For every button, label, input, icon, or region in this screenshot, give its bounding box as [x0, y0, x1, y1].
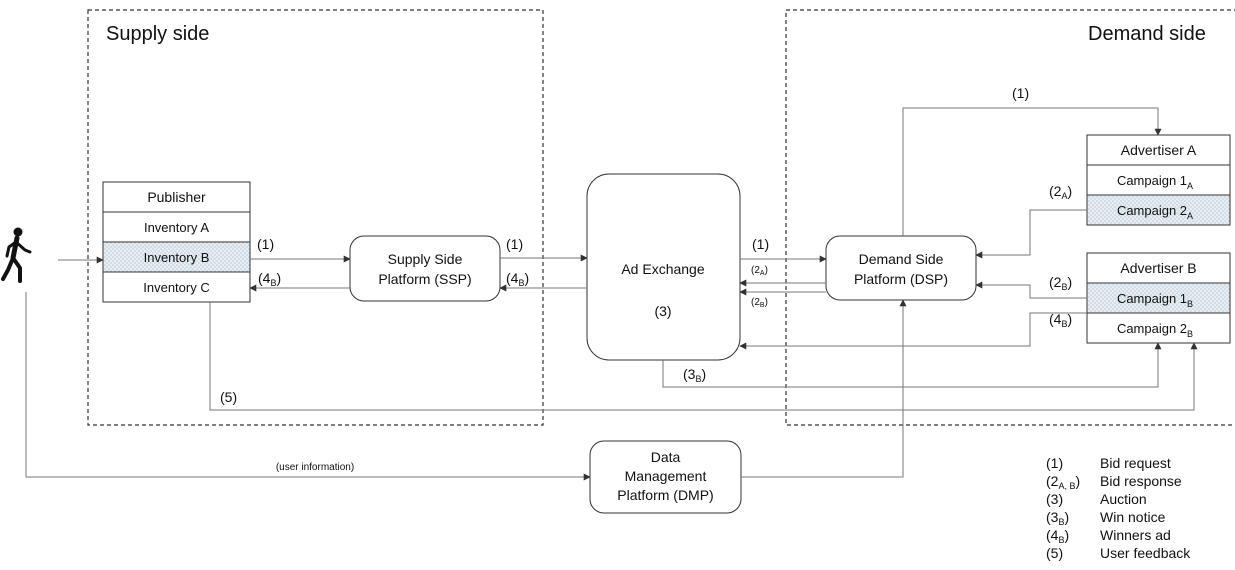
legend-code-2: (2A, B) [1046, 473, 1080, 491]
legend-code-5: (4B) [1046, 527, 1069, 545]
supply-side-region [87, 9, 544, 426]
advertiser-a-campaign-2: Campaign 2A [1117, 203, 1193, 221]
flow-label-user-feedback: (5) [220, 389, 237, 405]
arrow-adx-win-notice [662, 342, 1162, 388]
advertiser-b-campaign-2: Campaign 2B [1117, 321, 1193, 339]
ssp-line1: Supply Side [388, 251, 463, 267]
user-information-label: (user information) [276, 462, 354, 473]
advertiser-b-box: Advertiser B Campaign 1B Campaign 2B [1086, 252, 1231, 344]
arrow-user-feedback [209, 302, 1198, 411]
inventory-c: Inventory C [143, 280, 209, 295]
advertiser-a-campaign-1: Campaign 1A [1117, 173, 1193, 191]
legend-label-3: Auction [1100, 491, 1147, 507]
legend-label-6: User feedback [1100, 545, 1191, 561]
flow-label-advertiser-b-ad: (4B) [1049, 311, 1072, 329]
dmp-box: Data Management Platform (DMP) [589, 440, 742, 514]
legend-code-3: (3) [1046, 491, 1063, 507]
supply-side-label: Supply side [106, 23, 209, 45]
dmp-line1: Data [651, 449, 681, 465]
legend-label-4: Win notice [1100, 509, 1166, 525]
demand-side-label: Demand side [1088, 23, 1206, 45]
arrow-user-to-dmp [25, 292, 591, 481]
legend-label-5: Winners ad [1100, 527, 1171, 543]
walking-person-icon [1, 227, 32, 283]
dsp-line2: Platform (DSP) [854, 271, 948, 287]
flow-label-advertiser-b-response: (2B) [1049, 274, 1072, 292]
arrow-advertiser-b-to-dsp [975, 281, 1087, 299]
publisher-box: Publisher Inventory A Inventory B Invent… [102, 181, 251, 303]
connectors [25, 107, 1198, 481]
flow-label-dsp-advertiser-request: (1) [1012, 85, 1029, 101]
legend-code-6: (5) [1046, 545, 1063, 561]
flow-label-adx-dsp-request: (1) [752, 236, 769, 252]
flow-label-ssp-adx-request: (1) [506, 236, 523, 252]
demand-side-region [785, 9, 1235, 426]
inventory-b: Inventory B [144, 250, 210, 265]
legend: (1) Bid request (2A, B) Bid response (3)… [1046, 455, 1191, 561]
dmp-line2: Management [625, 468, 707, 484]
ad-exchange-title: Ad Exchange [621, 261, 704, 277]
legend-label-1: Bid request [1100, 455, 1171, 471]
flow-label-dsp-adx-2b: (2B) [751, 297, 768, 309]
flow-label-ssp-pub-ad: (4B) [258, 270, 281, 288]
publisher-title: Publisher [147, 189, 206, 205]
legend-label-2: Bid response [1100, 473, 1182, 489]
dmp-line3: Platform (DMP) [617, 487, 713, 503]
legend-code-1: (1) [1046, 455, 1063, 471]
flow-label-advertiser-a-response: (2A) [1049, 183, 1072, 201]
flow-label-pub-ssp-request: (1) [257, 236, 274, 252]
ssp-line2: Platform (SSP) [378, 271, 471, 287]
flow-label-adx-ssp-ad: (4B) [506, 270, 529, 288]
dsp-line1: Demand Side [859, 251, 944, 267]
flow-label-dsp-adx-2a: (2A) [751, 265, 768, 277]
ad-exchange-box: Ad Exchange (3) [586, 173, 741, 361]
advertiser-b-title: Advertiser B [1120, 260, 1196, 276]
arrow-advertiser-a-to-dsp [975, 209, 1087, 259]
arrow-advertiser-b-to-adx-ad [739, 312, 1087, 350]
ssp-box: Supply Side Platform (SSP) [349, 235, 501, 302]
inventory-a: Inventory A [144, 220, 209, 235]
arrow-dsp-to-advertiser-a [902, 107, 1162, 236]
auction-step-label: (3) [654, 303, 671, 319]
advertiser-b-campaign-1: Campaign 1B [1117, 291, 1193, 309]
dsp-box: Demand Side Platform (DSP) [825, 235, 977, 301]
arrow-dmp-to-dsp [741, 299, 907, 478]
flow-label-win-notice: (3B) [683, 366, 706, 384]
legend-code-4: (3B) [1046, 509, 1069, 527]
advertiser-a-box: Advertiser A Campaign 1A Campaign 2A [1086, 134, 1231, 226]
advertiser-a-title: Advertiser A [1121, 142, 1197, 158]
